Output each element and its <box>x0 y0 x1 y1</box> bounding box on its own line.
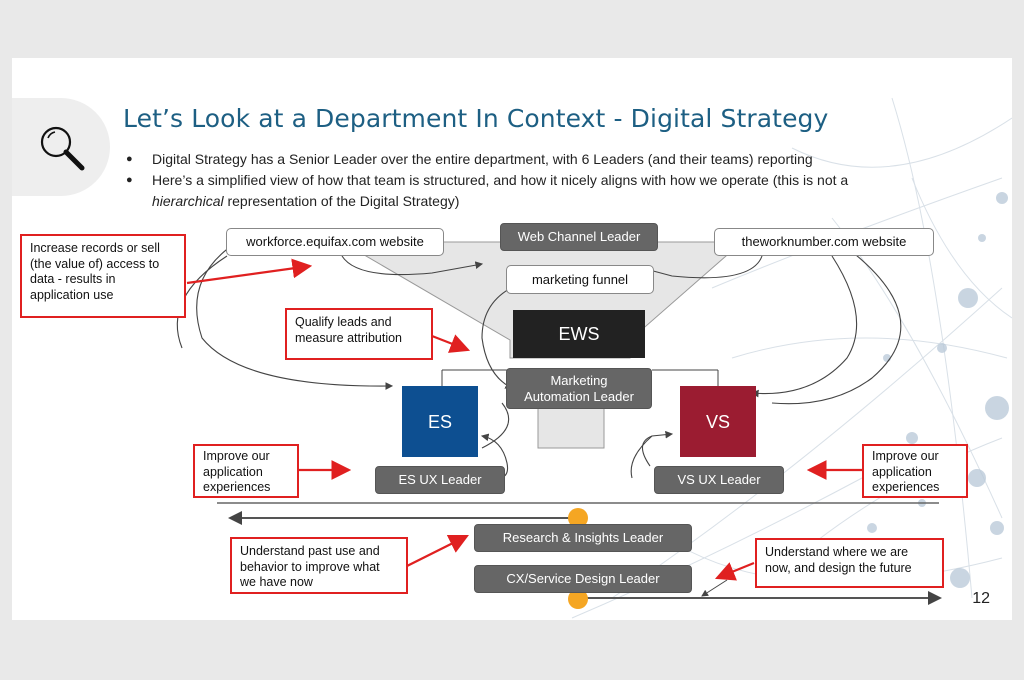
web-right-box: theworknumber.com website <box>714 228 934 256</box>
bullet-text-rest: representation of the Digital Strategy) <box>223 193 460 209</box>
note-increase-records: Increase records or sell (the value of) … <box>20 234 186 318</box>
note-line: Improve our <box>203 449 270 463</box>
note-line: application <box>872 464 932 479</box>
note-line: we have now <box>240 575 313 589</box>
note-line: application use <box>30 287 114 302</box>
cx-service-design-leader-box: CX/Service Design Leader <box>474 565 692 593</box>
vs-ux-leader-box: VS UX Leader <box>654 466 784 494</box>
note-line: (the value of) access to <box>30 256 160 271</box>
page-number: 12 <box>972 590 990 607</box>
bullet-text: Here’s a simplified view of how that tea… <box>152 172 849 188</box>
bullet-item: Here’s a simplified view of how that tea… <box>124 170 1004 212</box>
slide: Let’s Look at a Department In Context - … <box>12 58 1012 620</box>
vs-box: VS <box>680 386 756 457</box>
note-line: Increase records or sell <box>30 241 160 255</box>
note-understand-future: Understand where we are now, and design … <box>755 538 944 588</box>
note-line: application <box>203 464 263 479</box>
note-understand-past: Understand past use and behavior to impr… <box>230 537 408 594</box>
note-line: measure attribution <box>295 330 403 345</box>
note-line: Understand where we are <box>765 545 909 559</box>
note-qualify-leads: Qualify leads and measure attribution <box>285 308 433 360</box>
marketing-automation-line1: Marketing <box>550 372 608 388</box>
slide-title: Let’s Look at a Department In Context - … <box>123 104 829 133</box>
icon-badge <box>12 98 110 196</box>
web-left-box: workforce.equifax.com website <box>226 228 444 256</box>
es-ux-leader-box: ES UX Leader <box>375 466 505 494</box>
timeline-dot <box>568 508 588 528</box>
note-line: behavior to improve what <box>240 559 380 574</box>
note-improve-left: Improve our application experiences <box>193 444 299 498</box>
note-line: Improve our <box>872 449 939 463</box>
magnifier-icon <box>40 126 85 171</box>
note-line: now, and design the future <box>765 560 912 575</box>
marketing-funnel-box: marketing funnel <box>506 265 654 294</box>
research-insights-leader-box: Research & Insights Leader <box>474 524 692 552</box>
bullet-item: Digital Strategy has a Senior Leader ove… <box>124 149 1004 170</box>
marketing-automation-leader-box: Marketing Automation Leader <box>506 368 652 409</box>
note-line: experiences <box>872 480 940 494</box>
bullet-emphasis: hierarchical <box>152 193 224 209</box>
note-line: data - results in <box>30 272 116 286</box>
timeline-dot <box>568 589 588 609</box>
bullet-text: Digital Strategy has a Senior Leader ove… <box>152 151 813 167</box>
note-line: Understand past use and <box>240 544 380 558</box>
ews-box: EWS <box>513 310 645 358</box>
marketing-automation-line2: Automation Leader <box>524 388 634 404</box>
note-improve-right: Improve our application experiences <box>862 444 968 498</box>
bullet-list: Digital Strategy has a Senior Leader ove… <box>124 149 1004 212</box>
es-box: ES <box>402 386 478 457</box>
web-channel-leader-box: Web Channel Leader <box>500 223 658 251</box>
note-line: experiences <box>203 480 271 494</box>
note-line: Qualify leads and <box>295 315 392 329</box>
